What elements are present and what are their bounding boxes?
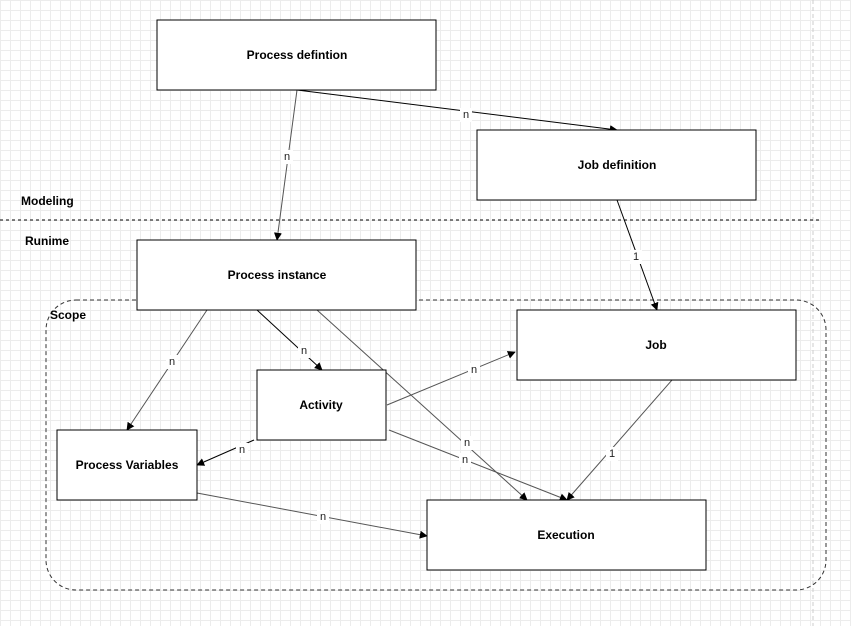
process-instance-label: Process instance <box>228 268 327 282</box>
job-node[interactable]: Job <box>516 309 797 381</box>
edge-label-process-instance-to-execution: n <box>464 437 470 449</box>
edge-labels-group: n n 1 n n n n n n 1 n <box>166 108 642 524</box>
process-definition-node[interactable]: Process defintion <box>156 19 437 91</box>
edge-label-process-definition-to-job-definition: n <box>463 109 469 121</box>
edge-process-variables-to-execution[interactable] <box>196 492 428 539</box>
execution-node[interactable]: Execution <box>426 499 707 571</box>
runtime-zone-label: Runime <box>25 234 69 248</box>
edge-activity-to-execution[interactable] <box>388 429 568 502</box>
job-definition-node[interactable]: Job definition <box>476 129 757 201</box>
job-definition-label: Job definition <box>578 158 657 172</box>
process-variables-label: Process Variables <box>76 458 179 472</box>
edge-label-activity-to-execution: n <box>462 454 468 466</box>
edge-job-to-execution[interactable] <box>566 379 673 501</box>
execution-label: Execution <box>537 528 594 542</box>
edge-label-process-instance-to-activity: n <box>301 345 307 357</box>
edge-process-definition-to-process-instance[interactable] <box>273 89 298 241</box>
activity-node[interactable]: Activity <box>256 369 387 441</box>
edge-label-process-variables-to-execution: n <box>320 511 326 523</box>
process-definition-label: Process defintion <box>247 48 348 62</box>
edge-label-process-instance-to-process-variables: n <box>169 356 175 368</box>
edge-activity-to-job[interactable] <box>386 351 516 406</box>
edge-process-instance-to-execution[interactable] <box>316 309 528 501</box>
process-variables-node[interactable]: Process Variables <box>56 429 198 501</box>
activity-label: Activity <box>299 398 343 412</box>
edge-label-job-to-execution: 1 <box>609 448 615 460</box>
edge-label-activity-to-process-variables: n <box>239 444 245 456</box>
edge-label-process-definition-to-process-instance: n <box>284 151 290 163</box>
modeling-zone-label: Modeling <box>21 194 74 208</box>
scope-zone-label: Scope <box>50 308 86 322</box>
edge-process-instance-to-activity[interactable] <box>256 309 323 371</box>
job-label: Job <box>645 338 666 352</box>
process-instance-node[interactable]: Process instance <box>136 239 417 311</box>
scope-container[interactable] <box>45 299 827 591</box>
edge-process-instance-to-process-variables[interactable] <box>126 309 208 431</box>
edge-label-job-definition-to-job: 1 <box>633 251 639 263</box>
edge-process-definition-to-job-definition[interactable] <box>296 89 618 134</box>
edge-label-activity-to-job: n <box>471 364 477 376</box>
